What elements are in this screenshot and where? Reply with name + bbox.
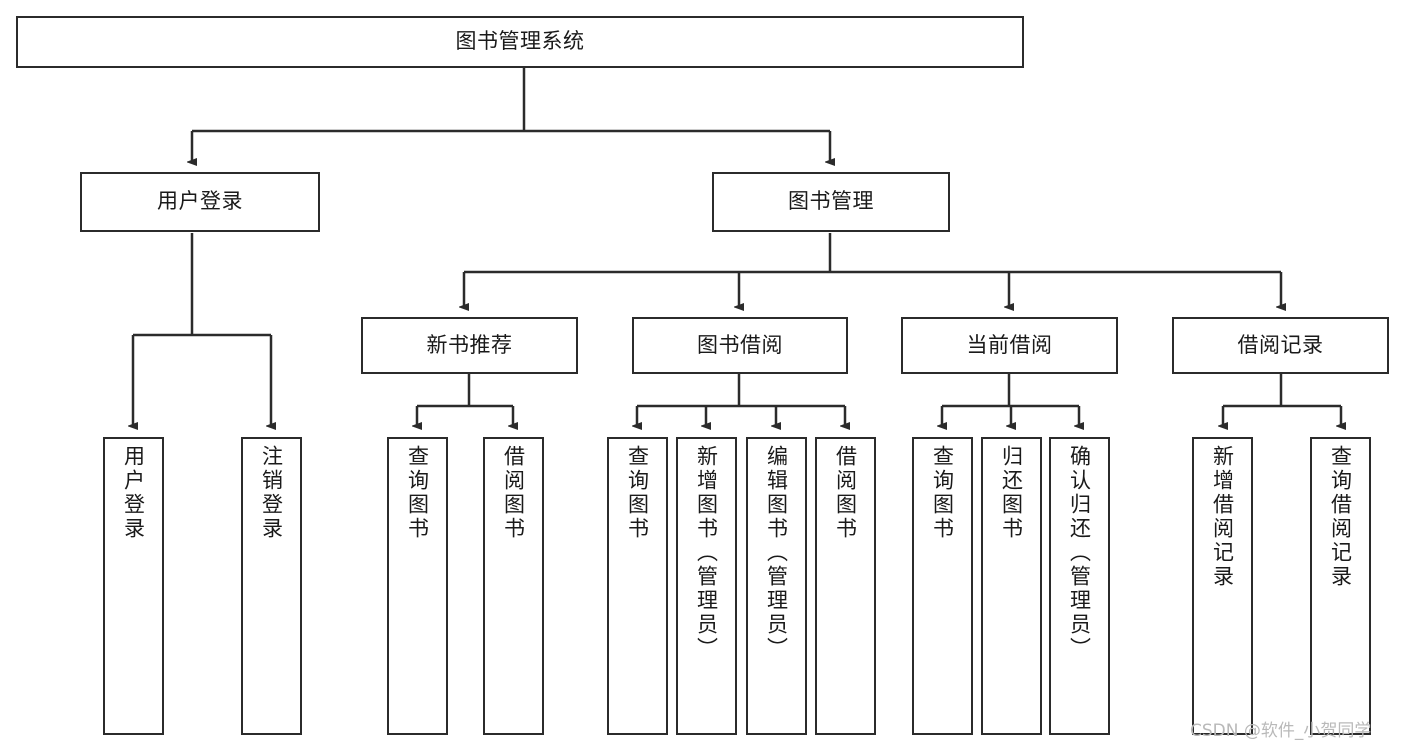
node-root-system[interactable]: 图书管理系统 (16, 16, 1024, 68)
node-label: 确认归还（管理员） (1067, 445, 1092, 661)
node-borrow-record[interactable]: 借阅记录 (1172, 317, 1389, 374)
node-label: 图书管理系统 (455, 29, 585, 54)
node-label: 新书推荐 (426, 332, 513, 357)
node-label: 借阅记录 (1237, 332, 1324, 357)
node-label: 当前借阅 (966, 332, 1053, 357)
node-book-management[interactable]: 图书管理 (712, 172, 950, 232)
leaf-borrow-book-recommend[interactable]: 借阅图书 (483, 437, 544, 735)
node-label: 新增图书（管理员） (694, 445, 719, 661)
leaf-user-login[interactable]: 用户登录 (103, 437, 164, 735)
leaf-add-book-admin[interactable]: 新增图书（管理员） (676, 437, 737, 735)
node-label: 图书借阅 (697, 332, 783, 357)
leaf-logout[interactable]: 注销登录 (241, 437, 302, 735)
node-label: 用户登录 (157, 189, 243, 214)
node-label: 借阅图书 (501, 445, 526, 541)
node-label: 图书管理 (788, 189, 874, 214)
leaf-return-book[interactable]: 归还图书 (981, 437, 1042, 735)
leaf-confirm-return-admin[interactable]: 确认归还（管理员） (1049, 437, 1110, 735)
node-current-borrow[interactable]: 当前借阅 (901, 317, 1118, 374)
node-label: 借阅图书 (833, 445, 858, 541)
leaf-query-borrow-record[interactable]: 查询借阅记录 (1310, 437, 1371, 735)
node-label: 查询图书 (930, 445, 955, 541)
node-label: 编辑图书（管理员） (764, 445, 789, 661)
node-label: 查询图书 (405, 445, 430, 541)
leaf-query-book-current[interactable]: 查询图书 (912, 437, 973, 735)
node-label: 查询借阅记录 (1328, 445, 1353, 589)
node-book-borrow[interactable]: 图书借阅 (632, 317, 848, 374)
node-label: 用户登录 (121, 445, 146, 541)
node-label: 注销登录 (259, 445, 284, 541)
csdn-watermark: CSDN @软件_小贺同学 (1190, 721, 1372, 741)
node-user-login[interactable]: 用户登录 (80, 172, 320, 232)
leaf-query-book-borrow[interactable]: 查询图书 (607, 437, 668, 735)
leaf-edit-book-admin[interactable]: 编辑图书（管理员） (746, 437, 807, 735)
leaf-add-borrow-record[interactable]: 新增借阅记录 (1192, 437, 1253, 735)
leaf-borrow-book[interactable]: 借阅图书 (815, 437, 876, 735)
leaf-query-book-recommend[interactable]: 查询图书 (387, 437, 448, 735)
node-label: 新增借阅记录 (1210, 445, 1235, 589)
node-new-book-recommend[interactable]: 新书推荐 (361, 317, 578, 374)
node-label: 查询图书 (625, 445, 650, 541)
node-label: 归还图书 (999, 445, 1024, 541)
